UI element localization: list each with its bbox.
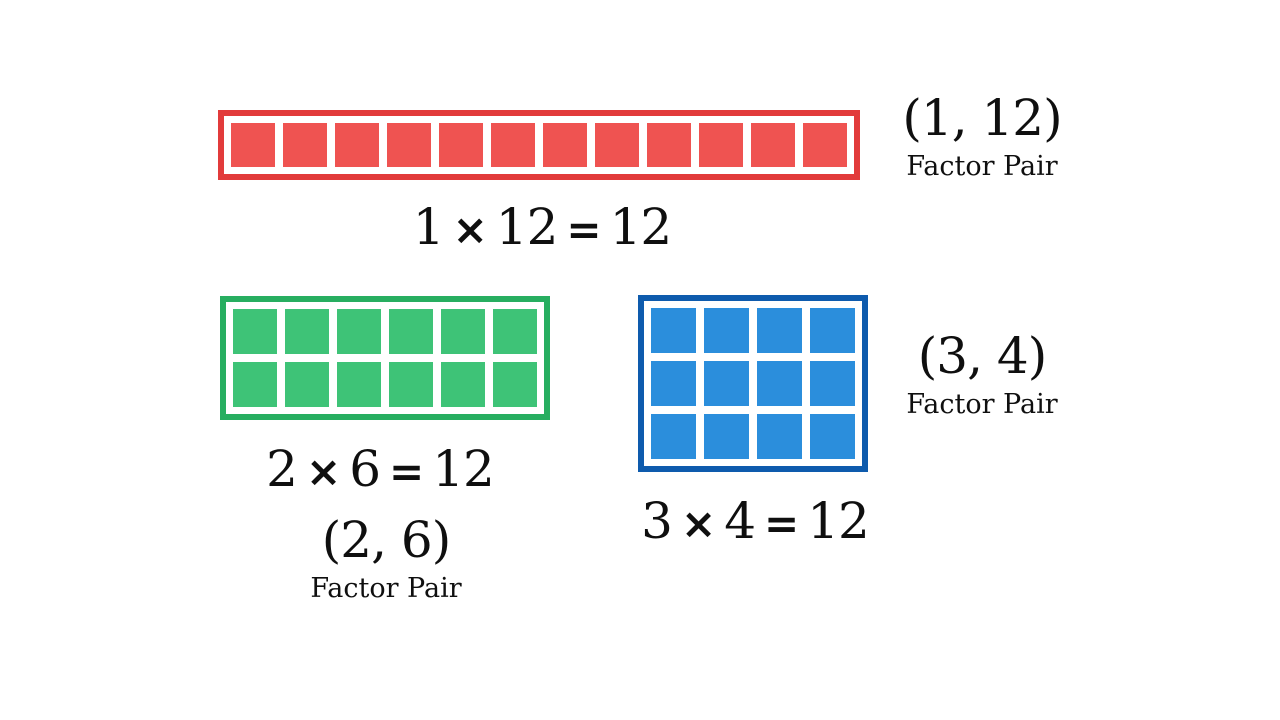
- equation-product: 12: [609, 198, 673, 256]
- times-icon: ×: [680, 499, 716, 548]
- blue-unit-square: [704, 308, 749, 353]
- blue-unit-square: [651, 361, 696, 406]
- array-1x12-red: [218, 110, 860, 180]
- factor-pair-3-4: (3, 4) Factor Pair: [906, 330, 1057, 420]
- green-unit-square: [285, 362, 329, 407]
- blue-unit-square: [757, 308, 802, 353]
- green-unit-square: [233, 362, 277, 407]
- factor-pair-2-6: (2, 6) Factor Pair: [310, 514, 461, 604]
- green-unit-square: [389, 362, 433, 407]
- green-unit-square: [337, 309, 381, 354]
- factor-pair-label: (1, 12): [902, 89, 1062, 147]
- red-unit-square: [543, 123, 587, 167]
- equation-1x12: 1×12=12: [412, 198, 673, 256]
- factor-pair-caption: Factor Pair: [906, 388, 1058, 420]
- equation-product: 12: [432, 440, 495, 498]
- times-icon: ×: [305, 447, 341, 496]
- array-3x4-blue: [638, 295, 868, 472]
- equation-factor2: 6: [349, 440, 381, 498]
- blue-unit-square: [810, 308, 855, 353]
- red-unit-square: [751, 123, 795, 167]
- factor-pair-1-12: (1, 12) Factor Pair: [902, 89, 1062, 182]
- green-unit-square: [493, 309, 537, 354]
- red-unit-square: [231, 123, 275, 167]
- blue-unit-square: [704, 361, 749, 406]
- equals-icon: =: [764, 499, 799, 548]
- red-unit-square: [387, 123, 431, 167]
- blue-unit-square: [810, 361, 855, 406]
- equals-icon: =: [566, 205, 601, 254]
- blue-unit-square: [704, 414, 749, 459]
- green-unit-square: [337, 362, 381, 407]
- green-unit-square: [493, 362, 537, 407]
- array-2x6-green: [220, 296, 550, 420]
- green-unit-square: [285, 309, 329, 354]
- red-unit-square: [647, 123, 691, 167]
- factor-pair-caption: Factor Pair: [310, 572, 462, 604]
- blue-unit-square: [810, 414, 855, 459]
- red-unit-square: [491, 123, 535, 167]
- factor-pair-label: (3, 4): [917, 327, 1047, 385]
- green-unit-square: [441, 362, 485, 407]
- blue-unit-square: [651, 308, 696, 353]
- green-unit-square: [441, 309, 485, 354]
- red-unit-square: [595, 123, 639, 167]
- red-unit-square: [335, 123, 379, 167]
- equation-factor1: 1: [412, 198, 445, 256]
- equation-factor1: 2: [266, 440, 298, 498]
- red-unit-square: [699, 123, 743, 167]
- equation-factor1: 3: [641, 492, 673, 550]
- factor-pair-label: (2, 6): [321, 511, 451, 569]
- blue-unit-square: [651, 414, 696, 459]
- green-unit-square: [233, 309, 277, 354]
- equation-2x6: 2×6=12: [266, 440, 495, 498]
- blue-unit-square: [757, 361, 802, 406]
- red-unit-square: [803, 123, 847, 167]
- blue-unit-square: [757, 414, 802, 459]
- factor-pair-caption: Factor Pair: [906, 150, 1058, 182]
- equation-factor2: 4: [724, 492, 756, 550]
- equals-icon: =: [389, 447, 424, 496]
- times-icon: ×: [452, 205, 488, 254]
- red-unit-square: [439, 123, 483, 167]
- equation-3x4: 3×4=12: [641, 492, 870, 550]
- equation-factor2: 12: [495, 198, 559, 256]
- red-unit-square: [283, 123, 327, 167]
- green-unit-square: [389, 309, 433, 354]
- equation-product: 12: [807, 492, 870, 550]
